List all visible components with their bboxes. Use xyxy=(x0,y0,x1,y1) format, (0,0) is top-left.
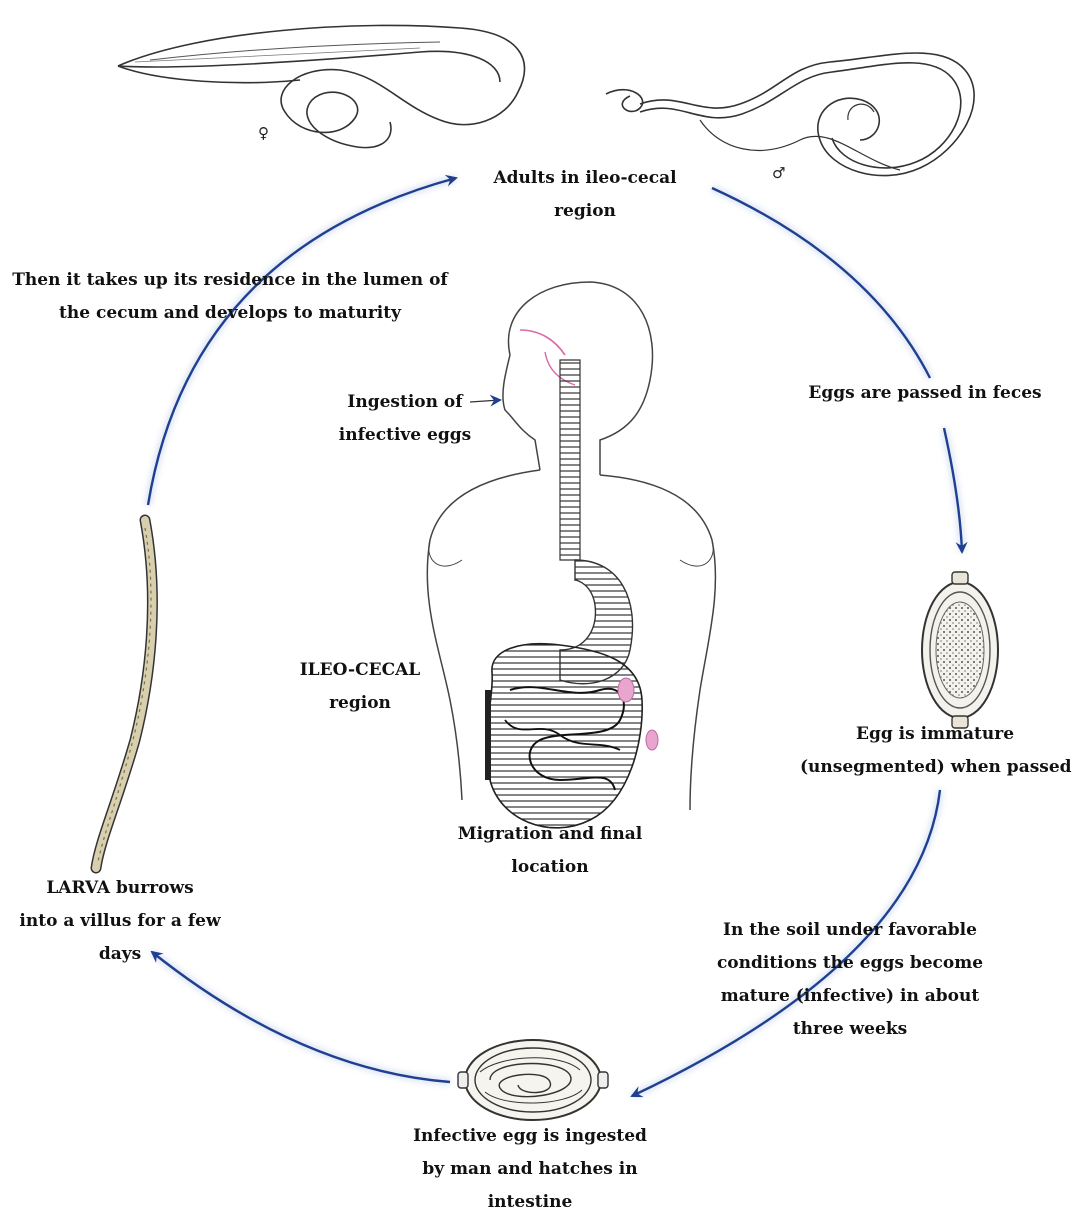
label-larva-line3: days xyxy=(5,938,235,971)
label-larva-line2: into a villus for a few xyxy=(5,905,235,938)
label-migration-line1: Migration and final xyxy=(440,818,660,851)
label-ileo-cecal: ILEO-CECAL region xyxy=(270,654,450,720)
label-soil-line3: mature (infective) in about xyxy=(700,980,1000,1013)
arrow-adults-to-eggs xyxy=(712,188,930,378)
label-ingested: Infective egg is ingested by man and hat… xyxy=(380,1120,680,1219)
label-larva-line1: LARVA burrows xyxy=(5,872,235,905)
label-ingestion-line1: Ingestion of xyxy=(330,386,480,419)
label-residence-line2: the cecum and develops to maturity xyxy=(5,297,455,330)
label-ileo-cecal-line2: region xyxy=(270,687,450,720)
label-soil-line4: three weeks xyxy=(700,1013,1000,1046)
label-ingestion: Ingestion of infective eggs xyxy=(330,386,480,452)
label-ileo-cecal-line1: ILEO-CECAL xyxy=(270,654,450,687)
female-worm-illustration xyxy=(118,25,525,147)
label-soil-line1: In the soil under favorable xyxy=(700,914,1000,947)
label-larva: LARVA burrows into a villus for a few da… xyxy=(5,872,235,971)
label-migration: Migration and final location xyxy=(440,818,660,884)
label-ingested-line1: Infective egg is ingested xyxy=(380,1120,680,1153)
label-residence: Then it takes up its residence in the lu… xyxy=(5,264,455,330)
label-ingested-line3: intestine xyxy=(380,1186,680,1219)
label-adults-line1: Adults in ileo-cecal xyxy=(475,162,695,195)
label-egg-immature: Egg is immature (unsegmented) when passe… xyxy=(800,718,1070,784)
label-egg-immature-line2: (unsegmented) when passed xyxy=(800,751,1070,784)
arrow-larva-to-adults xyxy=(148,178,456,505)
label-egg-immature-line1: Egg is immature xyxy=(800,718,1070,751)
male-symbol: ♂ xyxy=(772,164,785,182)
label-soil: In the soil under favorable conditions t… xyxy=(700,914,1000,1046)
infective-egg-illustration xyxy=(458,1040,608,1120)
label-ingestion-line2: infective eggs xyxy=(330,419,480,452)
digestive-tract-illustration xyxy=(470,360,658,828)
label-eggs-passed-text: Eggs are passed in feces xyxy=(790,377,1060,410)
immature-egg-illustration xyxy=(922,572,998,728)
larva-illustration xyxy=(96,520,152,868)
male-worm-illustration xyxy=(606,53,974,176)
label-ingested-line2: by man and hatches in xyxy=(380,1153,680,1186)
female-symbol: ♀ xyxy=(258,124,269,142)
label-adults-line2: region xyxy=(475,195,695,228)
label-residence-line1: Then it takes up its residence in the lu… xyxy=(5,264,455,297)
label-eggs-passed: Eggs are passed in feces xyxy=(790,377,1060,410)
label-soil-line2: conditions the eggs become xyxy=(700,947,1000,980)
label-migration-line2: location xyxy=(440,851,660,884)
arrow-ingested-to-larva xyxy=(152,952,450,1082)
label-adults: Adults in ileo-cecal region xyxy=(475,162,695,228)
